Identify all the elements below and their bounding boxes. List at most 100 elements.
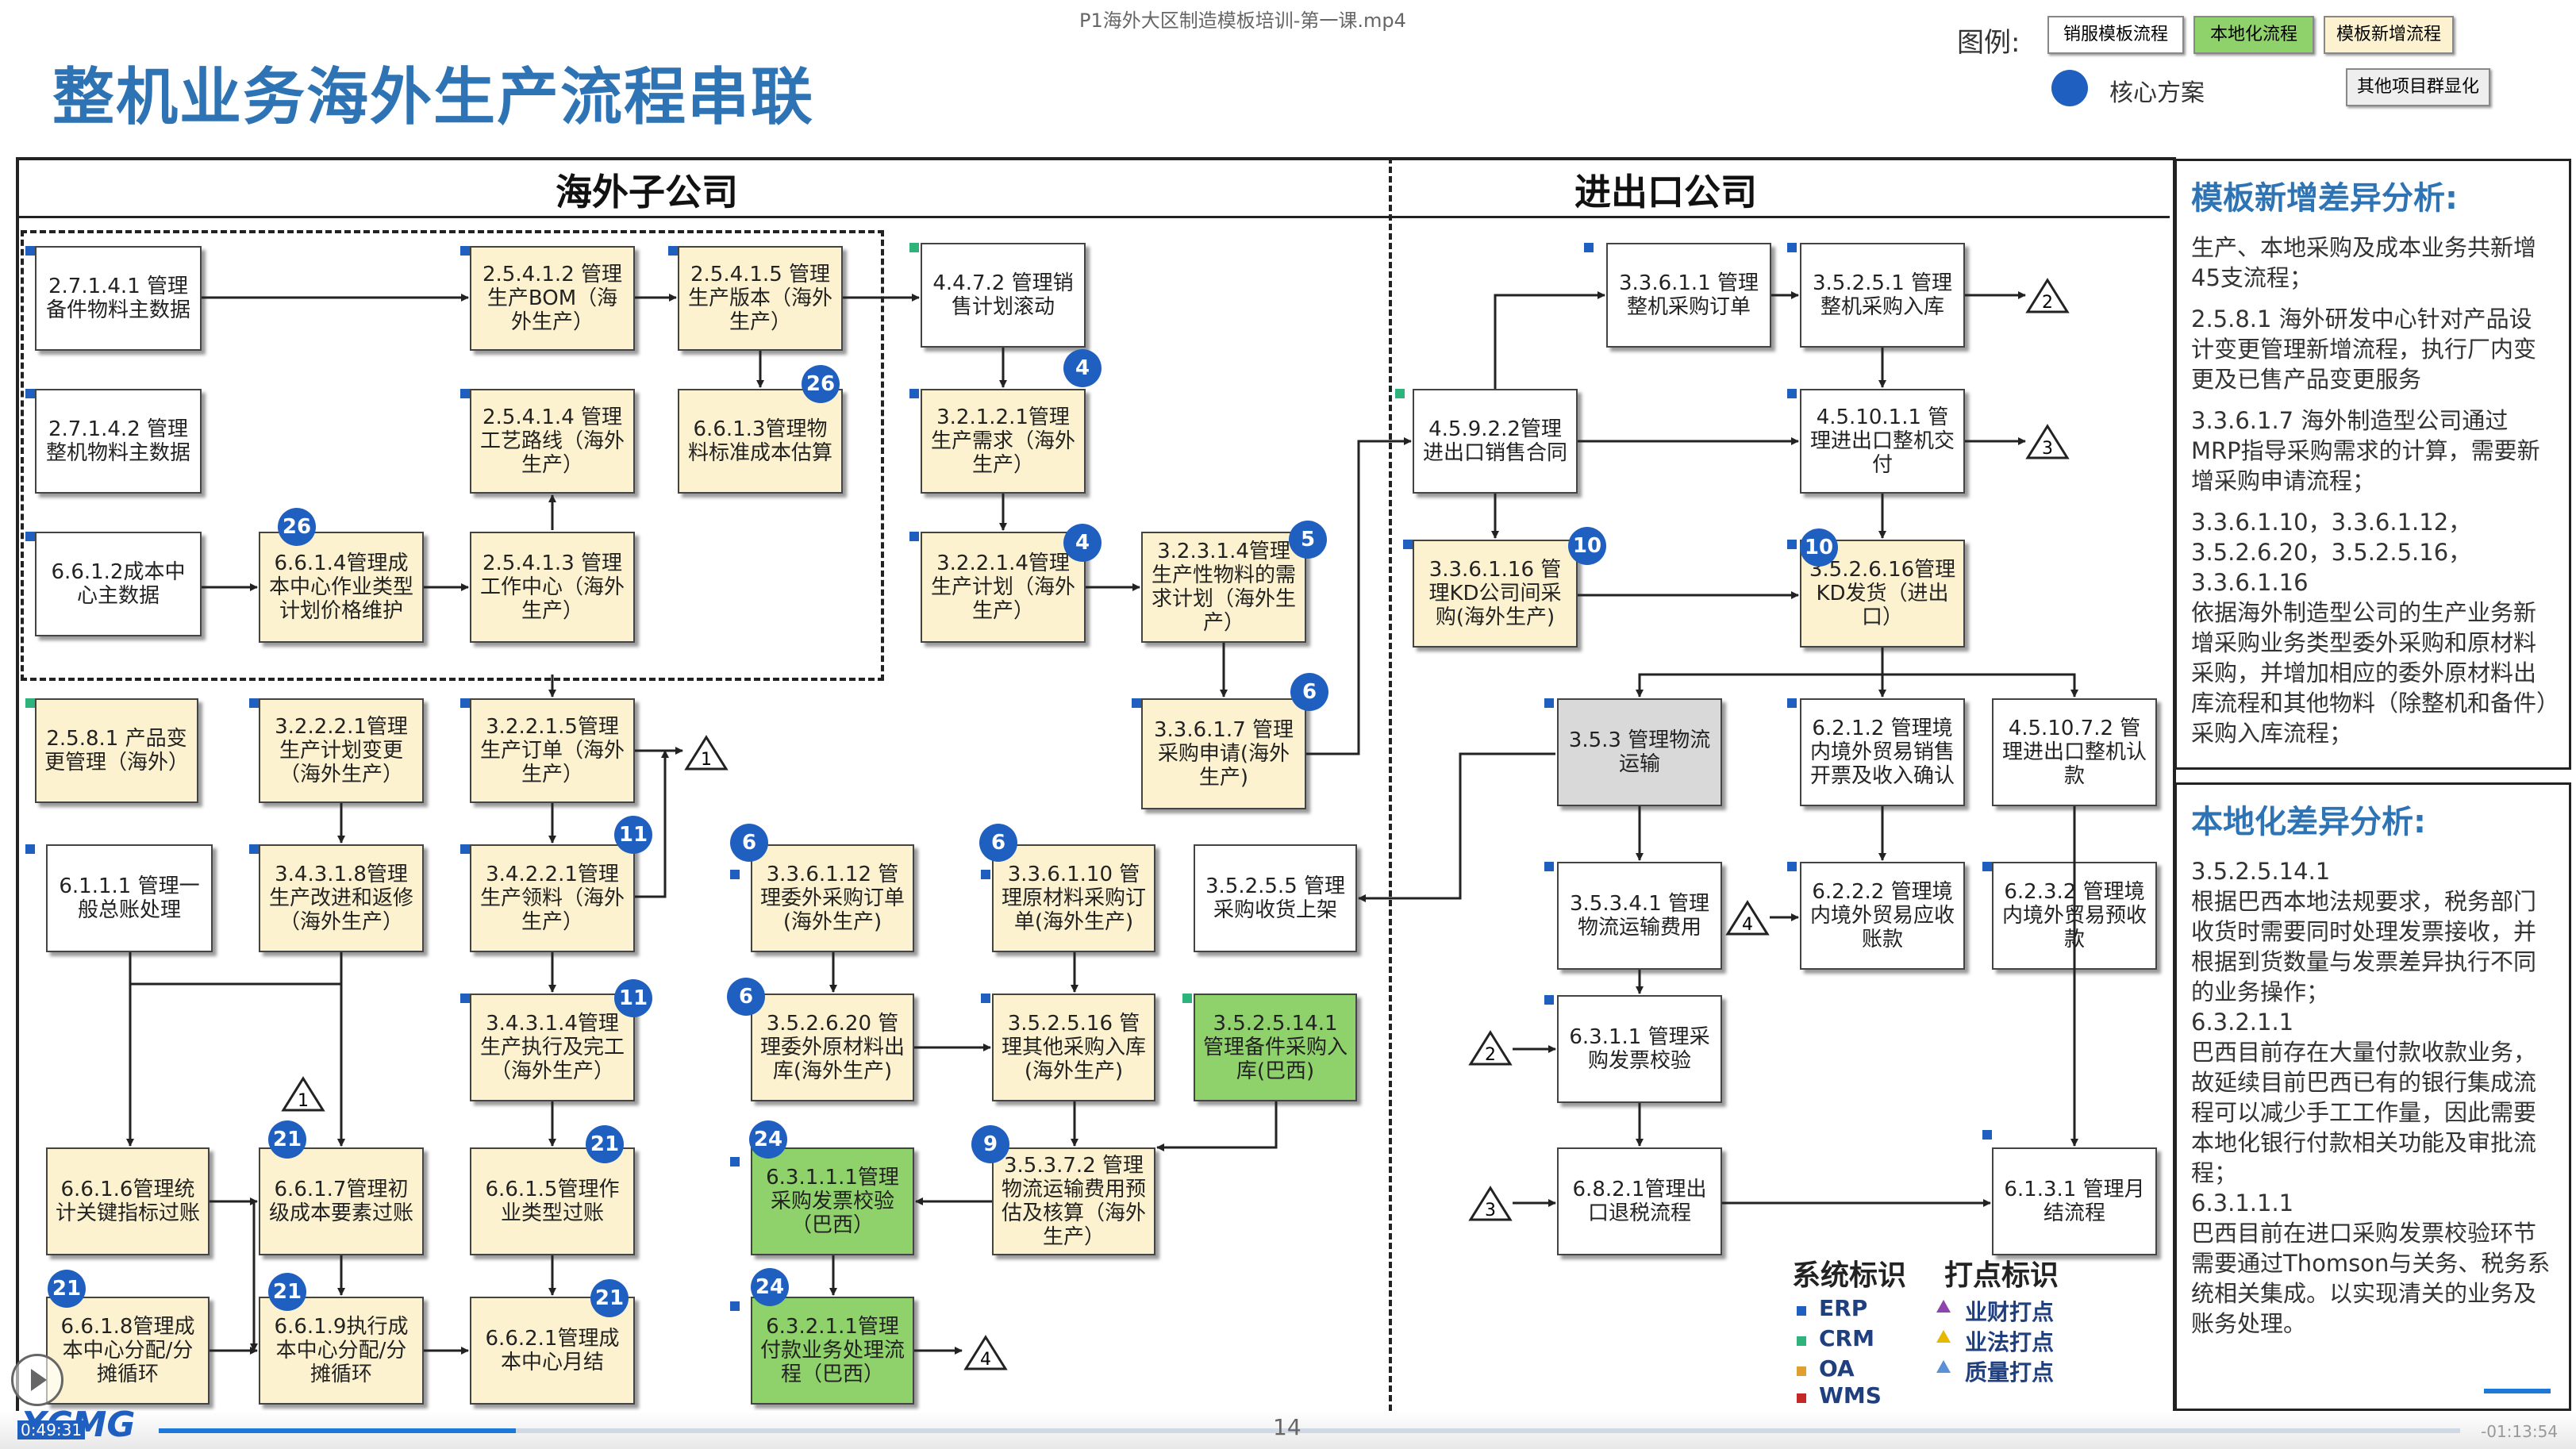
node-3-5-2-5-16[interactable]: 3.5.2.5.16 管理其他采购入库(海外生产)	[992, 994, 1155, 1101]
node-3-3-6-1-12[interactable]: 3.3.6.1.12 管理委外采购订单(海外生产)	[751, 844, 914, 952]
badge: 5	[1289, 521, 1327, 559]
erp-marker	[1982, 862, 1992, 871]
node-4-5-9-2-2[interactable]: 4.5.9.2.2管理进出口销售合同	[1413, 389, 1578, 494]
node-6-6-2-1[interactable]: 6.6.2.1管理成本中心月结	[470, 1297, 635, 1405]
node-3-2-3-1-4[interactable]: 3.2.3.1.4管理生产性物料的需求计划（海外生产）	[1141, 532, 1306, 643]
node-3-5-3[interactable]: 3.5.3 管理物流运输	[1557, 698, 1722, 806]
oa-legend-swatch	[1797, 1366, 1806, 1376]
node-3-5-3-4-1[interactable]: 3.5.3.4.1 管理物流运输费用	[1557, 862, 1722, 970]
erp-marker	[249, 698, 259, 708]
badge: 21	[268, 1273, 306, 1311]
node-6-8-2-1[interactable]: 6.8.2.1管理出口退税流程	[1557, 1147, 1722, 1255]
node-6-2-3-2[interactable]: 6.2.3.2 管理境内境外贸易预收款	[1992, 862, 2157, 970]
system-legend-title: 系统标识	[1792, 1259, 1907, 1292]
node-6-3-2-1-1[interactable]: 6.3.2.1.1管理付款业务处理流程（巴西）	[751, 1297, 914, 1405]
node-2-7-1-4-2[interactable]: 2.7.1.4.2 管理整机物料主数据	[35, 389, 202, 494]
erp-marker	[909, 389, 919, 398]
local-diff-text: 根据巴西本地法规要求，税务部门收货时需要同时处理发票接收，并根据到货数量与发票差…	[2191, 888, 2537, 1005]
node-2-5-4-1-5[interactable]: 2.5.4.1.5 管理生产版本（海外生产）	[678, 246, 843, 351]
node-6-1-1-1[interactable]: 6.1.1.1 管理一般总账处理	[46, 844, 213, 952]
node-3-2-2-1-5[interactable]: 3.2.2.1.5管理生产订单（海外生产）	[470, 698, 635, 803]
node-3-5-3-7-2[interactable]: 3.5.3.7.2 管理物流运输费用预估及核算（海外生产）	[992, 1147, 1155, 1255]
connector-triangle: 4	[963, 1335, 1008, 1371]
node-4-4-7-2[interactable]: 4.4.7.2 管理销售计划滚动	[921, 243, 1086, 348]
node-3-3-6-1-16[interactable]: 3.3.6.1.16 管理KD公司间采购(海外生产)	[1413, 540, 1578, 648]
badge: 11	[614, 979, 652, 1017]
badge: 21	[48, 1270, 86, 1308]
badge: 6	[727, 978, 765, 1016]
oa-legend-label: OA	[1819, 1355, 1855, 1382]
node-2-7-1-4-1[interactable]: 2.7.1.4.1 管理备件物料主数据	[35, 246, 202, 351]
erp-marker	[1544, 862, 1554, 871]
node-2-5-4-1-2[interactable]: 2.5.4.1.2 管理生产BOM（海外生产）	[470, 246, 635, 351]
template-diff-panel: 模板新增差异分析: 生产、本地采购及成本业务共新增45支流程； 2.5.8.1 …	[2174, 159, 2571, 770]
node-3-2-2-1-4[interactable]: 3.2.2.1.4管理生产计划（海外生产）	[921, 532, 1086, 643]
node-4-5-10-7-2[interactable]: 4.5.10.7.2 管理进出口整机认款	[1992, 698, 2157, 806]
node-6-6-1-5[interactable]: 6.6.1.5管理作业类型过账	[470, 1147, 635, 1255]
node-6-6-1-7[interactable]: 6.6.1.7管理初级成本要素过账	[259, 1147, 424, 1255]
node-3-5-2-5-1[interactable]: 3.5.2.5.1 管理整机采购入库	[1800, 243, 1965, 348]
badge: 4	[1063, 349, 1102, 387]
badge: 24	[751, 1268, 789, 1306]
connector-triangle: 1	[281, 1076, 325, 1113]
node-3-3-6-1-1[interactable]: 3.3.6.1.1 管理整机采购订单	[1606, 243, 1771, 348]
erp-marker	[25, 844, 35, 854]
erp-marker	[730, 1301, 740, 1311]
crm-legend-swatch	[1797, 1336, 1806, 1346]
node-6-6-1-4[interactable]: 6.6.1.4管理成本中心作业类型计划价格维护	[259, 532, 424, 643]
node-3-5-2-6-20[interactable]: 3.5.2.6.20 管理委外原材料出库(海外生产)	[751, 994, 914, 1101]
point-legend-title: 打点标识	[1944, 1259, 2059, 1292]
node-3-5-2-5-5[interactable]: 3.5.2.5.5 管理采购收货上架	[1194, 844, 1357, 952]
node-6-2-2-2[interactable]: 6.2.2.2 管理境内境外贸易应收账款	[1800, 862, 1965, 970]
node-6-3-1-1[interactable]: 6.3.1.1 管理采购发票校验	[1557, 995, 1722, 1103]
node-6-6-1-3[interactable]: 6.6.1.3管理物料标准成本估算	[678, 389, 843, 494]
play-icon[interactable]	[11, 1354, 63, 1406]
node-6-6-1-6[interactable]: 6.6.1.6管理统计关键指标过账	[46, 1147, 210, 1255]
connector-triangle: 1	[684, 735, 729, 771]
node-2-5-4-1-3[interactable]: 2.5.4.1.3 管理工作中心（海外生产）	[470, 532, 635, 643]
badge: 4	[1063, 524, 1102, 562]
erp-marker	[909, 532, 919, 541]
progress-track[interactable]	[159, 1428, 2460, 1433]
finance-point-label: 业财打点	[1965, 1299, 2055, 1325]
erp-marker	[460, 246, 470, 256]
badge: 10	[1800, 528, 1838, 567]
node-3-2-2-2-1[interactable]: 3.2.2.2.1管理生产计划变更（海外生产）	[259, 698, 424, 803]
connector-triangle: 3	[2025, 424, 2070, 460]
node-3-4-3-1-4[interactable]: 3.4.3.1.4管理生产执行及完工（海外生产）	[470, 994, 635, 1101]
node-2-5-4-1-4[interactable]: 2.5.4.1.4 管理工艺路线（海外生产）	[470, 389, 635, 494]
badge: 11	[614, 816, 652, 854]
crm-marker	[25, 698, 35, 708]
node-6-6-1-8[interactable]: 6.6.1.8管理成本中心分配/分摊循环	[46, 1297, 210, 1405]
erp-marker	[1787, 540, 1797, 549]
node-6-3-1-1-1[interactable]: 6.3.1.1.1管理采购发票校验（巴西）	[751, 1147, 914, 1255]
node-4-5-10-1-1[interactable]: 4.5.10.1.1 管理进出口整机交付	[1800, 389, 1965, 494]
node-3-3-6-1-7[interactable]: 3.3.6.1.7 管理采购申请(海外生产)	[1141, 698, 1306, 809]
erp-marker	[1544, 995, 1554, 1005]
node-3-4-3-1-8[interactable]: 3.4.3.1.8管理生产改进和返修（海外生产）	[259, 844, 424, 952]
local-diff-text: 6.3.1.1.1	[2191, 1190, 2294, 1216]
master-data-group	[21, 230, 884, 681]
node-6-6-1-9[interactable]: 6.6.1.9执行成本中心分配/分摊循环	[259, 1297, 424, 1405]
node-3-2-1-2-1[interactable]: 3.2.1.2.1管理生产需求（海外生产）	[921, 389, 1086, 494]
erp-marker	[25, 246, 35, 256]
erp-marker	[730, 870, 740, 879]
connector-triangle: 2	[2025, 278, 2070, 314]
node-2-5-8-1[interactable]: 2.5.8.1 产品变更管理（海外）	[35, 698, 198, 803]
erp-marker	[668, 246, 678, 256]
volume-slider[interactable]	[2484, 1389, 2551, 1393]
page-number: 14	[1273, 1414, 1301, 1440]
badge: 9	[971, 1125, 1009, 1163]
node-6-6-1-2[interactable]: 6.6.1.2成本中心主数据	[35, 532, 202, 636]
node-3-4-2-2-1[interactable]: 3.4.2.2.1管理生产领料（海外生产）	[470, 844, 635, 952]
template-diff-text: 3.3.6.1.7 海外制造型公司通过MRP指导采购需求的计算，需要新增采购申请…	[2191, 407, 2540, 494]
node-3-3-6-1-10[interactable]: 3.3.6.1.10 管理原材料采购订单(海外生产)	[992, 844, 1155, 952]
crm-marker	[909, 243, 919, 252]
section-title-import-export: 进出口公司	[1574, 171, 1757, 213]
connector-triangle: 4	[1725, 900, 1770, 936]
video-title: P1海外大区制造模板培训-第一课.mp4	[1079, 10, 1406, 32]
template-diff-text: 依据海外制造型公司的生产业务新增采购业务类型委外采购和原材料采购，并增加相应的委…	[2191, 599, 2548, 747]
node-6-1-3-1[interactable]: 6.1.3.1 管理月结流程	[1992, 1147, 2157, 1255]
node-6-2-1-2[interactable]: 6.2.1.2 管理境内境外贸易销售开票及收入确认	[1800, 698, 1965, 806]
node-3-5-2-5-14-1[interactable]: 3.5.2.5.14.1 管理备件采购入库(巴西)	[1194, 994, 1357, 1101]
